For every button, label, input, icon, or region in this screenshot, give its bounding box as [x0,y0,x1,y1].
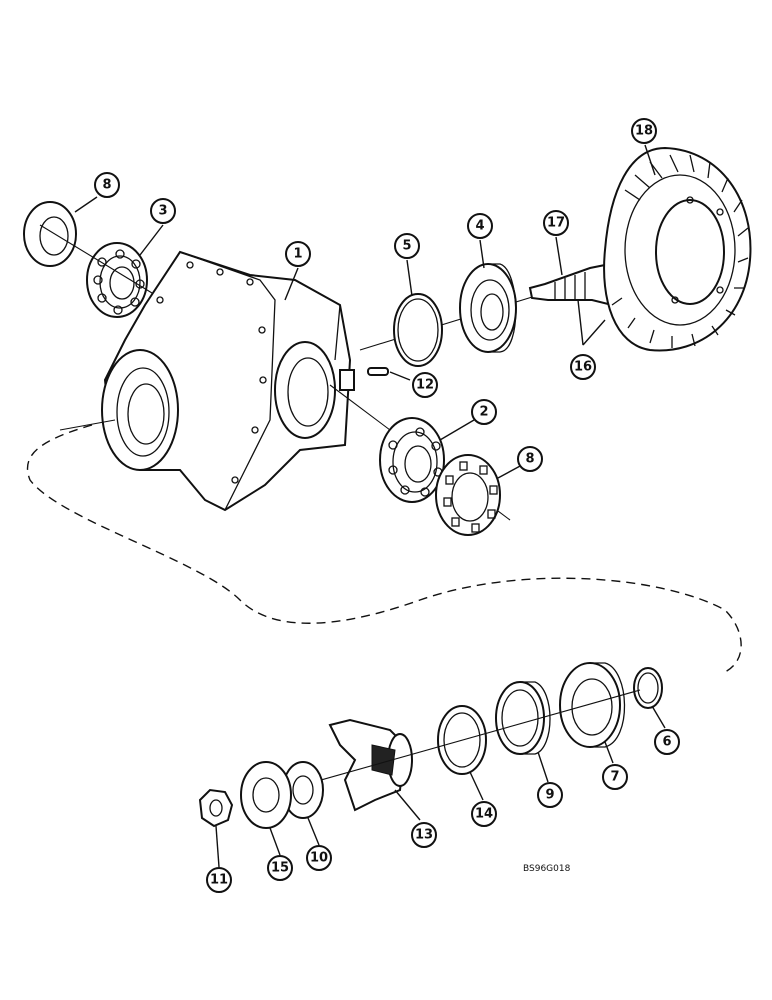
svg-text:8: 8 [102,178,111,193]
svg-text:7: 7 [610,770,619,785]
svg-text:18: 18 [635,124,653,139]
bearing-part-4 [459,263,517,353]
callout-11: 11 [206,867,232,893]
callout-3: 3 [150,198,176,224]
callout-12: 12 [412,372,438,398]
svg-text:15: 15 [271,861,289,876]
svg-text:17: 17 [547,216,565,231]
svg-text:10: 10 [310,851,328,866]
callout-7: 7 [602,764,628,790]
bearing-part-2 [379,417,445,503]
svg-text:3: 3 [158,204,167,219]
differential-housing-part-1 [101,250,355,512]
leader-lines [74,144,666,868]
bearing-part-7 [559,662,626,748]
svg-text:14: 14 [475,807,493,822]
svg-text:2: 2 [479,405,488,420]
bearing-cage-part-8-lower [435,454,501,536]
svg-text:12: 12 [416,378,434,393]
snap-ring-part-6 [633,667,663,709]
callout-10: 10 [306,845,332,871]
callout-18: 18 [631,118,657,144]
callout-14: 14 [471,801,497,827]
snap-ring-part-5 [393,293,443,367]
callout-8-lower: 8 [517,446,543,472]
figure-code: BS96G018 [523,864,571,874]
nut-part-11 [198,788,234,828]
seal-part-8-upper [23,201,77,267]
callout-4: 4 [467,213,493,239]
svg-text:9: 9 [545,788,554,803]
yoke-part-13 [328,718,413,812]
svg-text:5: 5 [402,239,411,254]
assembly-dashed-path [26,424,742,673]
svg-text:16: 16 [574,360,592,375]
svg-text:8: 8 [525,452,534,467]
pin-part-12 [367,367,389,376]
callout-5: 5 [394,233,420,259]
callout-2: 2 [471,399,497,425]
bearing-part-3 [86,242,148,318]
callout-6: 6 [654,729,680,755]
callout-17: 17 [543,210,569,236]
svg-text:13: 13 [415,828,433,843]
callout-8-upper: 8 [94,172,120,198]
callout-9: 9 [537,782,563,808]
svg-text:6: 6 [662,735,671,750]
callout-1: 1 [285,241,311,267]
svg-text:1: 1 [293,247,302,262]
svg-text:4: 4 [475,219,484,234]
washer-part-15 [240,761,292,829]
callout-15: 15 [267,855,293,881]
callout-13: 13 [411,822,437,848]
svg-text:11: 11 [210,873,228,888]
callout-16: 16 [570,354,596,380]
ring-gear-part-18 [603,146,752,352]
